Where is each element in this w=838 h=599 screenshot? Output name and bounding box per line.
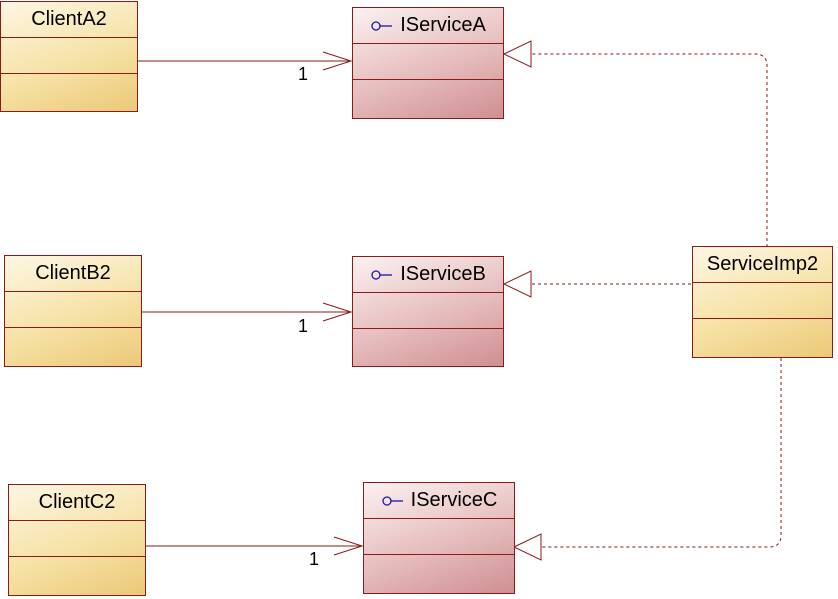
attributes-compartment [1, 38, 137, 74]
attributes-compartment [353, 293, 503, 329]
operations-compartment [693, 319, 832, 357]
operations-compartment [1, 74, 137, 111]
interface-title: IServiceC [364, 483, 514, 519]
operations-compartment [9, 557, 145, 595]
attributes-compartment [693, 283, 832, 319]
association-clientb2-iserviceb [141, 302, 353, 322]
class-clientc2[interactable]: ClientC2 [8, 484, 146, 596]
realization-to-iservicec [512, 358, 782, 561]
class-clientb2[interactable]: ClientB2 [4, 255, 142, 367]
operations-compartment [364, 555, 514, 593]
class-name: ServiceImp2 [693, 247, 832, 283]
association-clientc2-iservicec [145, 536, 364, 556]
realization-to-iserviceb [502, 270, 691, 298]
interface-lollipop-icon [371, 20, 393, 31]
interface-name: IServiceC [410, 489, 498, 511]
interface-iservicea[interactable]: IServiceA [352, 7, 504, 119]
class-name: ClientB2 [5, 256, 141, 292]
class-serviceimp2[interactable]: ServiceImp2 [692, 246, 833, 358]
interface-name: IServiceB [400, 263, 486, 285]
interface-lollipop-icon [381, 495, 403, 506]
interface-title: IServiceB [353, 257, 503, 293]
realization-to-iservicea [502, 40, 768, 247]
multiplicity-label-c: 1 [309, 549, 320, 569]
association-clienta2-iservicea [137, 51, 353, 71]
operations-compartment [353, 80, 503, 118]
interface-iservicec[interactable]: IServiceC [363, 482, 515, 594]
class-clienta2[interactable]: ClientA2 [0, 1, 138, 112]
multiplicity-label-b: 1 [298, 316, 309, 336]
interface-lollipop-icon [371, 269, 393, 280]
operations-compartment [353, 329, 503, 366]
class-name: ClientC2 [9, 485, 145, 521]
class-name: ClientA2 [1, 2, 137, 38]
attributes-compartment [9, 521, 145, 557]
operations-compartment [5, 328, 141, 366]
attributes-compartment [364, 519, 514, 555]
multiplicity-label-a: 1 [298, 64, 309, 84]
interface-name: IServiceA [400, 14, 486, 36]
attributes-compartment [5, 292, 141, 328]
interface-iserviceb[interactable]: IServiceB [352, 256, 504, 367]
attributes-compartment [353, 44, 503, 80]
interface-title: IServiceA [353, 8, 503, 44]
